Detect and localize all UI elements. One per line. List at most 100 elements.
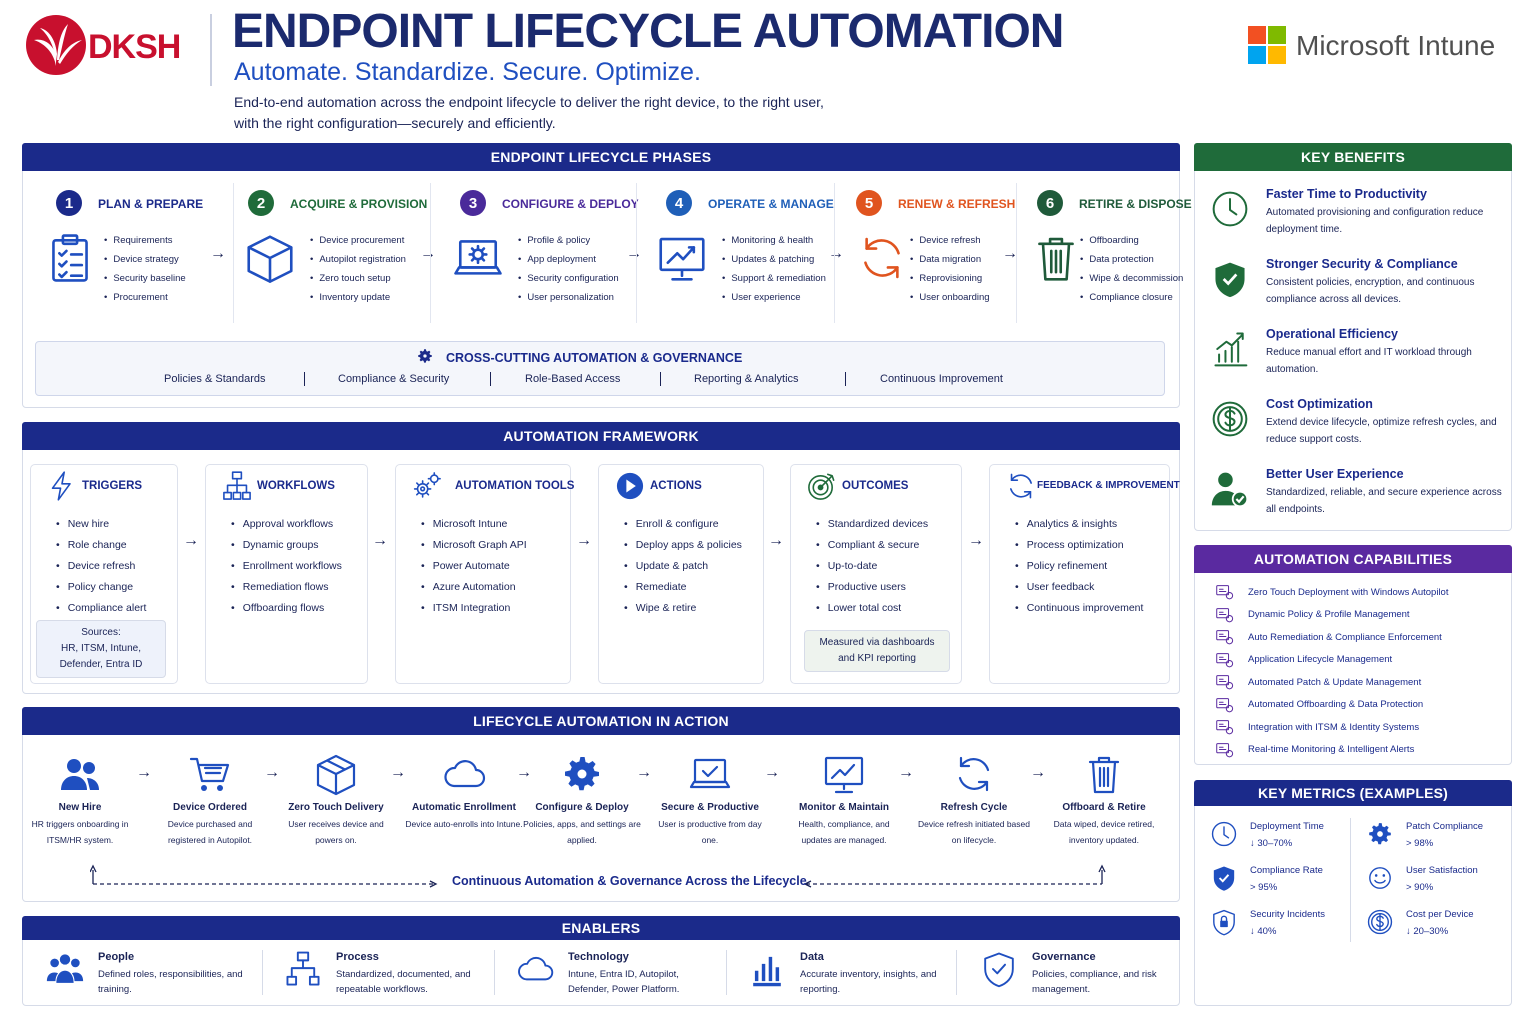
phase-bullet: Profile & policy bbox=[518, 231, 619, 250]
target-icon bbox=[806, 470, 838, 502]
framework-item: Policy refinement bbox=[1015, 556, 1143, 577]
benefit-title: Cost Optimization bbox=[1266, 397, 1373, 411]
dollar-icon bbox=[1366, 908, 1394, 936]
capability-label: Zero Touch Deployment with Windows Autop… bbox=[1248, 586, 1449, 598]
phase-bullet: Offboarding bbox=[1080, 231, 1183, 250]
step-title: New Hire bbox=[58, 802, 102, 813]
shield-lock-icon bbox=[1210, 908, 1238, 936]
shield-icon bbox=[980, 950, 1018, 988]
arrow-right-icon: → bbox=[828, 245, 844, 262]
phase-divider bbox=[430, 183, 431, 323]
user-check-icon bbox=[1210, 469, 1250, 509]
capability-icon bbox=[1214, 605, 1234, 625]
framework-item: Compliance alert bbox=[56, 598, 147, 619]
capability-label: Application Lifecycle Management bbox=[1248, 654, 1393, 665]
phase-bullets: Device refreshData migrationReprovisioni… bbox=[910, 231, 990, 307]
framework-item: Azure Automation bbox=[421, 577, 527, 598]
phase-bullet: Device strategy bbox=[104, 250, 186, 269]
framework-item: Microsoft Intune bbox=[421, 514, 527, 535]
capability-label: Integration with ITSM & Identity Systems bbox=[1248, 721, 1420, 733]
capability-label: Automated Patch & Update Management bbox=[1248, 676, 1422, 688]
step-title: Secure & Productive bbox=[661, 802, 759, 813]
phase-bullet: Compliance closure bbox=[1080, 288, 1183, 307]
framework-header: AUTOMATION FRAMEWORK bbox=[22, 422, 1180, 450]
monitor-icon bbox=[784, 752, 904, 796]
governance-item: Role-Based Access bbox=[525, 373, 621, 385]
framework-items: Analytics & insightsProcess optimization… bbox=[1015, 514, 1144, 619]
framework-items: Enroll & configureDeploy apps & policies… bbox=[624, 514, 742, 619]
step-title: Zero Touch Delivery bbox=[288, 802, 384, 813]
microsoft-logo-icon bbox=[1248, 26, 1286, 64]
phase-bullet: Data protection bbox=[1080, 250, 1183, 269]
phase-bullets: OffboardingData protectionWipe & decommi… bbox=[1080, 231, 1183, 307]
framework-item: Up-to-date bbox=[816, 556, 928, 577]
framework-items: Standardized devicesCompliant & secureUp… bbox=[816, 514, 928, 619]
capabilities-header: AUTOMATION CAPABILITIES bbox=[1194, 545, 1512, 573]
capability-icon bbox=[1214, 740, 1234, 760]
phase-bullets: Device procurementAutopilot registration… bbox=[310, 231, 406, 307]
metric-value: ↓ 30–70% bbox=[1250, 838, 1293, 849]
framework-item: Dynamic groups bbox=[231, 535, 342, 556]
step-title: Offboard & Retire bbox=[1062, 802, 1146, 813]
enabler-title: Governance bbox=[1032, 951, 1096, 963]
capability-item: Application Lifecycle Management bbox=[1214, 650, 1392, 670]
benefit-description: Extend device lifecycle, optimize refres… bbox=[1266, 417, 1497, 445]
metric-label: Compliance Rate bbox=[1250, 865, 1323, 876]
step-description: Data wiped, device retired, inventory up… bbox=[1053, 819, 1155, 845]
capability-icon bbox=[1214, 627, 1234, 647]
arrow-right-icon: → bbox=[210, 245, 226, 262]
phase-title: RENEW & REFRESH bbox=[898, 197, 1016, 211]
benefit-description: Reduce manual effort and IT workload thr… bbox=[1266, 347, 1472, 375]
phase-bullet: Inventory update bbox=[310, 288, 406, 307]
framework-items: Approval workflowsDynamic groupsEnrollme… bbox=[231, 514, 342, 619]
phase-title: ACQUIRE & PROVISION bbox=[290, 197, 428, 211]
phase-bullet: Device refresh bbox=[910, 231, 990, 250]
metric-value: > 95% bbox=[1250, 882, 1278, 893]
governance-item: Compliance & Security bbox=[338, 373, 450, 385]
action-header: LIFECYCLE AUTOMATION IN ACTION bbox=[22, 707, 1180, 735]
arrow-right-icon: → bbox=[183, 532, 199, 549]
phase-title: RETIRE & DISPOSE bbox=[1079, 197, 1192, 211]
lightning-icon bbox=[46, 470, 78, 502]
phase-title: CONFIGURE & DEPLOY bbox=[502, 197, 639, 211]
framework-note: Sources: HR, ITSM, Intune, Defender, Ent… bbox=[36, 620, 166, 678]
clock-icon bbox=[1210, 189, 1250, 229]
phase-bullet: User onboarding bbox=[910, 288, 989, 307]
phase-bullet: Support & remediation bbox=[722, 269, 826, 288]
benefit-description: Standardized, reliable, and secure exper… bbox=[1266, 487, 1502, 515]
framework-title: ACTIONS bbox=[650, 480, 702, 492]
capability-label: Real-time Monitoring & Intelligent Alert… bbox=[1248, 744, 1415, 755]
clipboard-icon bbox=[44, 232, 96, 284]
process-icon bbox=[284, 950, 322, 988]
phase-bullet: Security configuration bbox=[518, 269, 618, 288]
arrow-right-icon: → bbox=[626, 245, 642, 262]
framework-items: Microsoft IntuneMicrosoft Graph APIPower… bbox=[421, 514, 527, 619]
framework-item: Compliant & secure bbox=[816, 535, 928, 556]
arrow-right-icon: → bbox=[764, 764, 780, 781]
metric-item: Compliance Rate > 95% bbox=[1250, 862, 1323, 896]
phase-bullet: User personalization bbox=[518, 288, 619, 307]
phase-bullet: User experience bbox=[722, 288, 826, 307]
framework-item: Update & patch bbox=[624, 556, 742, 577]
gear-icon bbox=[1366, 820, 1394, 848]
framework-items: New hireRole changeDevice refreshPolicy … bbox=[56, 514, 147, 619]
enabler-title: Technology bbox=[568, 951, 629, 963]
capability-item: Automated Offboarding & Data Protection bbox=[1214, 695, 1423, 715]
governance-item: Reporting & Analytics bbox=[694, 373, 799, 385]
trash-icon bbox=[1044, 752, 1164, 796]
shield-check-icon bbox=[1210, 259, 1250, 299]
capability-item: Real-time Monitoring & Intelligent Alert… bbox=[1214, 740, 1414, 760]
metric-value: ↓ 40% bbox=[1250, 926, 1277, 937]
step-description: User receives device and powers on. bbox=[288, 819, 384, 845]
partner-name: Microsoft Intune bbox=[1296, 30, 1496, 61]
phase-bullet: Zero touch setup bbox=[310, 269, 406, 288]
capability-item: Dynamic Policy & Profile Management bbox=[1214, 605, 1410, 625]
enabler-title: Data bbox=[800, 951, 824, 963]
